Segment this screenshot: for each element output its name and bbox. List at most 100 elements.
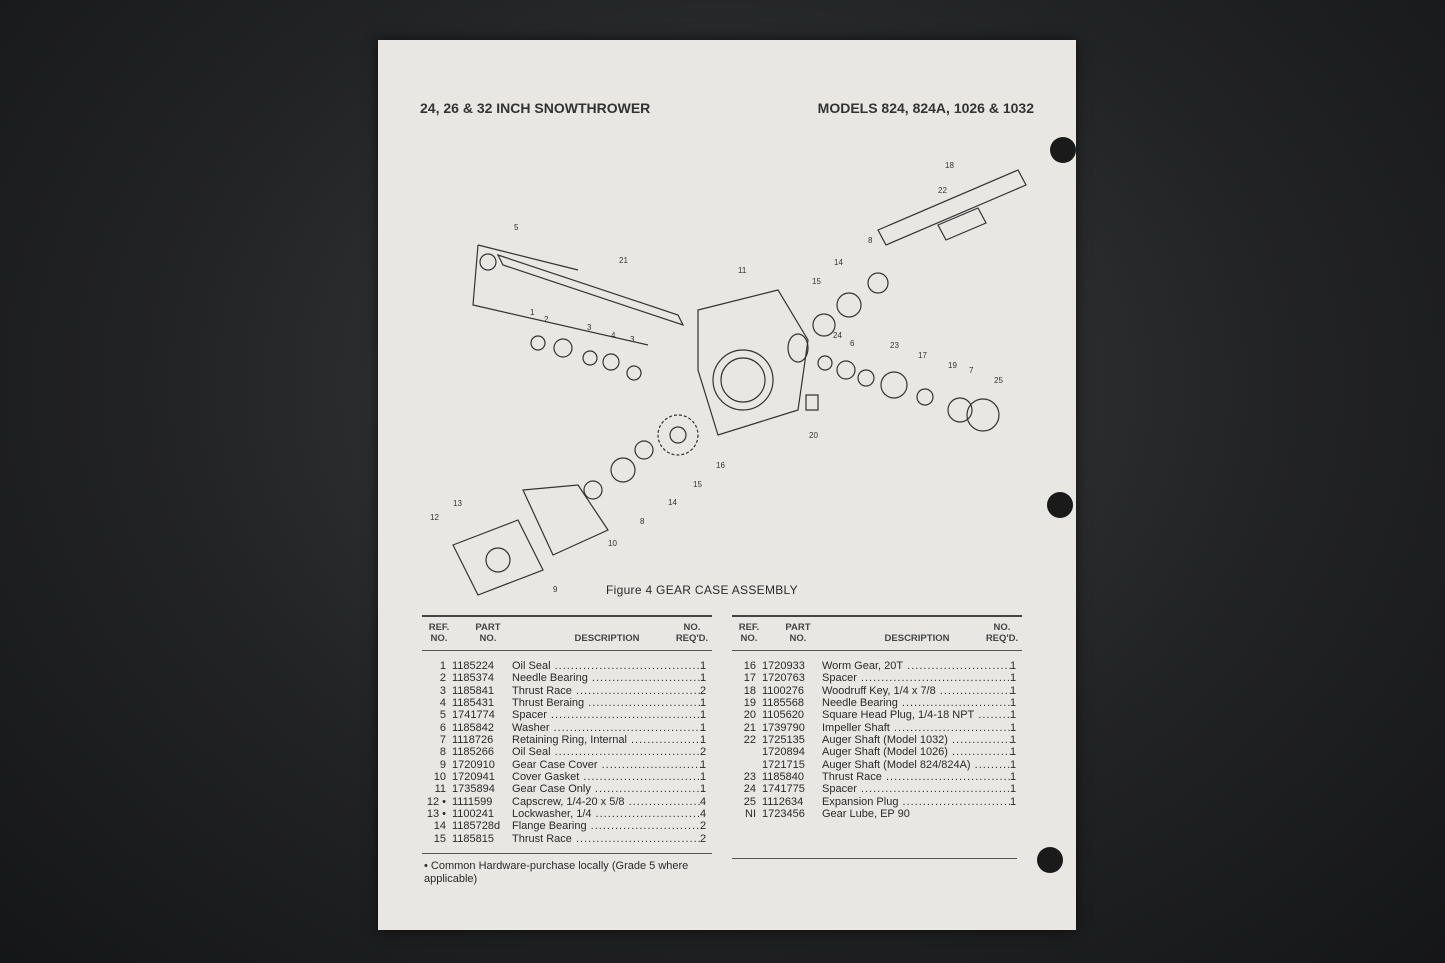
cell-desc: Spacer (512, 709, 702, 721)
cell-req: 1 (700, 672, 707, 685)
cell-ref: 3 (439, 684, 446, 697)
header-models: MODELS 824, 824A, 1026 & 1032 (817, 100, 1034, 116)
punch-hole (1047, 492, 1073, 518)
cell-ref: 9 (439, 758, 446, 771)
cell-ref: 23 (743, 771, 756, 784)
cell-part: 1720894 (762, 746, 805, 759)
header-desc: DESCRIPTION (574, 633, 640, 644)
parts-table-left: REF. NO. PART NO. DESCRIPTION NO. REQ'D.… (422, 615, 712, 855)
cell-req: 1 (700, 660, 707, 672)
callout-label: 6 (850, 339, 855, 348)
callout-label: 19 (948, 361, 957, 370)
callout-label: 8 (640, 517, 645, 526)
cell-part: 1185224 (452, 660, 495, 672)
cell-req: 2 (700, 746, 707, 759)
cell-desc: Expansion Plug (822, 796, 1012, 808)
cell-req: 1 (1010, 783, 1017, 796)
cell-desc: Washer (512, 722, 702, 734)
cell-desc: Worm Gear, 20T (822, 660, 1012, 672)
cell-desc: Retaining Ring, Internal (512, 734, 702, 746)
callout-label: 9 (553, 585, 558, 594)
figure-caption: Figure 4 GEAR CASE ASSEMBLY (606, 583, 798, 597)
cell-req: 1 (700, 783, 707, 796)
callout-label: 3 (587, 323, 592, 332)
cell-desc: Auger Shaft (Model 1032) (822, 734, 1012, 746)
cell-part: 1105620 (762, 709, 805, 722)
cell-req: 2 (700, 832, 707, 845)
cell-part: 1100241 (452, 808, 495, 821)
cell-part: 1185842 (452, 721, 495, 734)
table-header: REF. NO. PART NO. DESCRIPTION NO. REQ'D. (422, 617, 712, 650)
header-ref: REF. NO. (428, 622, 450, 644)
punch-hole (1037, 847, 1063, 873)
cell-req: 2 (700, 684, 707, 697)
cell-desc: Auger Shaft (Model 1026) (822, 746, 1012, 758)
cell-part: 1185841 (452, 684, 495, 697)
cell-desc: Gear Lube, EP 90 (822, 808, 910, 821)
cell-req: 1 (700, 771, 707, 784)
cell-ref: 22 (743, 734, 756, 747)
callout-label: 7 (969, 366, 974, 375)
cell-ref: 16 (743, 660, 756, 672)
callout-label: 21 (619, 256, 628, 265)
cell-part: 1185374 (452, 672, 495, 685)
cell-ref: 25 (743, 795, 756, 808)
cell-desc: Gear Case Only (512, 783, 702, 795)
callout-label: 20 (809, 431, 818, 440)
callout-label: 18 (945, 161, 954, 170)
table-header: REF. NO. PART NO. DESCRIPTION NO. REQ'D. (732, 617, 1022, 650)
callout-label: 23 (890, 341, 899, 350)
gear-case-cover-drawing (452, 484, 609, 596)
header-ref: REF. NO. (738, 622, 760, 644)
cell-desc: Thrust Race (512, 833, 702, 845)
table-row: 3 1185841 Thrust Race2 (422, 685, 712, 697)
cell-part: 1185728d (452, 820, 501, 833)
cell-desc: Oil Seal (512, 660, 702, 672)
cell-part: 1112634 (762, 795, 804, 808)
worm-gear-drawing (657, 414, 699, 456)
callout-label: 14 (668, 498, 677, 507)
parts-table-right: REF. NO. PART NO. DESCRIPTION NO. REQ'D.… (732, 615, 1022, 820)
callout-label: 10 (608, 539, 617, 548)
callout-label: 24 (833, 331, 842, 340)
header-req: NO. REQ'D. (675, 622, 709, 644)
cell-ref: 2 (439, 672, 446, 685)
cell-part: 1185840 (762, 771, 805, 784)
callout-label: 1 (530, 308, 535, 317)
cell-part: 1185815 (452, 832, 495, 845)
table-row: 61185842Washer1 (422, 722, 712, 734)
cell-ref: 4 (439, 697, 446, 710)
cell-part: 1741774 (452, 709, 495, 722)
cell-part: 1721715 (762, 758, 805, 771)
cell-req: 1 (1010, 746, 1017, 759)
cell-req: 1 (1010, 758, 1017, 771)
cell-ref: 5 (439, 709, 446, 722)
cell-part: 1741775 (762, 783, 805, 796)
footnote: • Common Hardware-purchase locally (Grad… (424, 860, 689, 885)
table-row: 241741775Spacer1 (732, 783, 1022, 795)
cell-ref: 11 (434, 783, 446, 796)
cell-desc: Oil Seal (512, 746, 702, 758)
gear-case-drawing (697, 289, 809, 436)
cell-req: 1 (700, 709, 707, 722)
cell-req: 1 (1010, 734, 1017, 747)
cell-req: 1 (1010, 697, 1017, 710)
callout-label: 22 (938, 186, 947, 195)
cell-req: 1 (1010, 709, 1017, 722)
cell-ref: 7 (439, 734, 446, 747)
cell-desc: Flange Bearing (512, 820, 702, 832)
cell-desc: Capscrew, 1/4-20 x 5/8 (512, 796, 702, 808)
cell-desc: Thrust Race (512, 685, 702, 697)
